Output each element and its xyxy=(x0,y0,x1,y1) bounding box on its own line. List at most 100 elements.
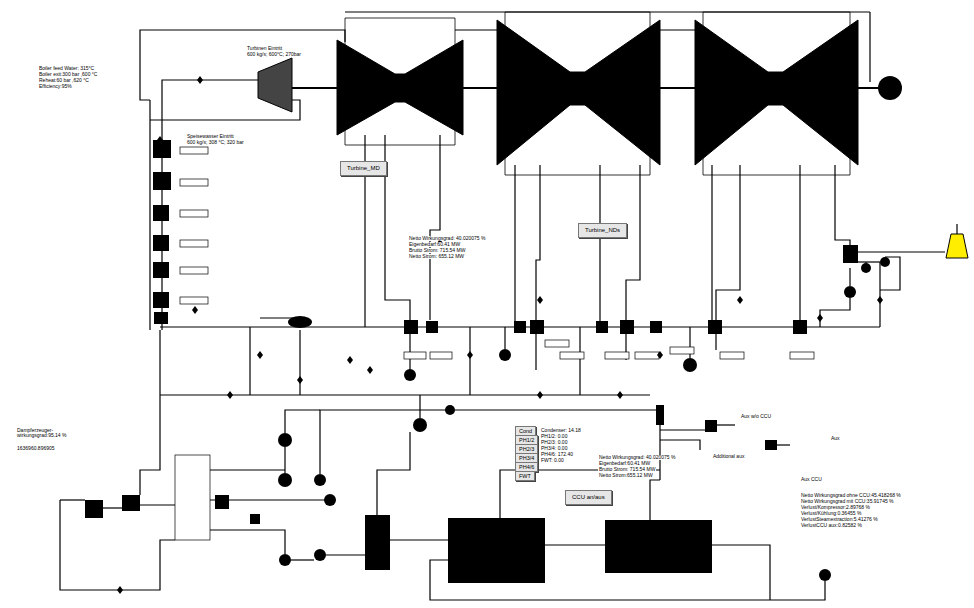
value-tag xyxy=(605,352,629,359)
annotation-text: Boiler feed Water: 315°C xyxy=(38,66,95,71)
annotation-text: 1636960.896905 xyxy=(16,446,56,451)
valve-symbol xyxy=(537,296,543,304)
button-label: Cond xyxy=(519,428,532,434)
pump-symbol xyxy=(878,76,902,100)
pipe-line xyxy=(650,480,660,520)
pipe-line xyxy=(869,12,870,82)
valve-symbol xyxy=(367,366,373,374)
button-label: PH3/4 xyxy=(519,455,534,461)
annotation-text: Aux xyxy=(830,436,841,441)
pump-symbol xyxy=(278,473,292,487)
pipe-line xyxy=(545,544,605,545)
pipe-line xyxy=(390,539,448,540)
pipe-line xyxy=(626,165,640,320)
annotation-text: Condenser: 14.18 xyxy=(540,428,582,433)
annotation-text: Netto Wirkungsgrad ohne CCU:45.418268 % xyxy=(800,493,902,498)
valve-symbol xyxy=(657,351,663,359)
component-block xyxy=(708,320,722,334)
pipe-line xyxy=(60,500,175,590)
valve-symbol xyxy=(197,76,203,84)
button-label: Turbine_MD xyxy=(347,165,380,172)
component-block xyxy=(215,495,229,509)
annotation-text: PH2/3: 0.00 xyxy=(540,440,568,445)
valve-symbol xyxy=(347,356,353,364)
component-block xyxy=(650,321,662,333)
pipe-line xyxy=(210,530,285,554)
pipe-line xyxy=(858,251,945,252)
pipe-line xyxy=(712,545,770,600)
pipe-line xyxy=(469,327,470,395)
valve-symbol xyxy=(117,586,123,594)
pump-symbol xyxy=(499,349,511,361)
pipe-line xyxy=(140,504,175,505)
annotation-text: Dampferzeuger-wirkungsgrad:95.14 % xyxy=(16,428,78,438)
component-block xyxy=(656,405,664,425)
pipe-line xyxy=(60,499,85,500)
deaerator-tank xyxy=(288,316,312,328)
value-tag xyxy=(175,455,210,540)
annotation-text: Additional aux xyxy=(712,454,745,459)
annotation-text: Aux CCU xyxy=(800,477,823,482)
annotation-text: Netto Wirkungsgrad: 40.020075 % xyxy=(598,455,676,460)
valve-symbol xyxy=(157,136,163,144)
pipe-line xyxy=(858,261,880,262)
annotation-text: FWT: 0.00 xyxy=(540,458,565,463)
pipe-line xyxy=(880,257,900,290)
valve-symbol xyxy=(192,306,198,314)
pipe-line xyxy=(299,330,300,395)
component-block xyxy=(596,321,608,333)
pipe-line xyxy=(716,165,740,320)
annotation-text: VerlustSteamextraction:5.41276 % xyxy=(800,517,879,522)
pipe-line xyxy=(285,410,320,433)
cooling-tower xyxy=(946,234,968,258)
pump-symbol xyxy=(314,549,326,561)
turbine-symbol xyxy=(337,40,463,135)
pipe-line xyxy=(820,298,850,327)
pump-symbol xyxy=(880,257,890,267)
button-label: PH1/2 xyxy=(519,437,534,443)
annotation-text: Eigenbedarf:60.41 MW xyxy=(598,461,651,466)
value-tag xyxy=(180,267,208,274)
pipe-line xyxy=(140,330,160,495)
pipe-line xyxy=(455,409,656,410)
pump-symbol xyxy=(278,433,292,447)
component-block xyxy=(153,235,169,251)
valve-symbol xyxy=(537,391,543,399)
valve-symbol xyxy=(297,376,303,384)
annotation-text: Eigenbedarf:60.41 MW xyxy=(408,242,461,247)
component-block xyxy=(705,420,717,432)
component-block xyxy=(365,515,390,570)
pipe-line xyxy=(504,327,505,349)
pipe-line xyxy=(865,262,866,263)
value-tag xyxy=(430,352,452,359)
pipe-line xyxy=(320,410,450,474)
component-block xyxy=(85,500,103,518)
annotation-text: 600 kg/s; 308 °C; 320 bar xyxy=(186,140,245,145)
component-block xyxy=(620,320,634,334)
annotation-text: Verlust/Kompressor:2.89768 % xyxy=(800,505,871,510)
button-label: FWT xyxy=(519,473,531,479)
pipe-line xyxy=(711,165,712,320)
pump-symbol xyxy=(413,418,427,432)
pump-symbol xyxy=(844,286,856,298)
annotation-text: PH4/6: 172.40 xyxy=(540,452,574,457)
valve-symbol xyxy=(737,296,743,304)
component-block xyxy=(153,140,171,158)
value-tag xyxy=(670,347,694,354)
component-block xyxy=(514,321,526,333)
pump-symbol xyxy=(861,263,871,273)
component-block xyxy=(250,514,260,524)
annotation-text: Reheat:60 bar ,620 °C xyxy=(38,78,90,83)
pipe-line xyxy=(162,80,258,108)
valve-symbol xyxy=(227,391,233,399)
annotation-text: Brutto Strom: 715.54 MW xyxy=(598,467,656,472)
button-label: PH2/3 xyxy=(519,446,534,452)
value-tag xyxy=(545,340,569,347)
annotation-text: Brutto Strom: 715.54 MW xyxy=(408,248,466,253)
pipe-line xyxy=(210,469,285,470)
annotation-text: PH3/4: 0.00 xyxy=(540,446,568,451)
pipe-line xyxy=(879,262,880,327)
component-block xyxy=(404,320,418,334)
button-label: CCU an/aus xyxy=(572,494,605,501)
